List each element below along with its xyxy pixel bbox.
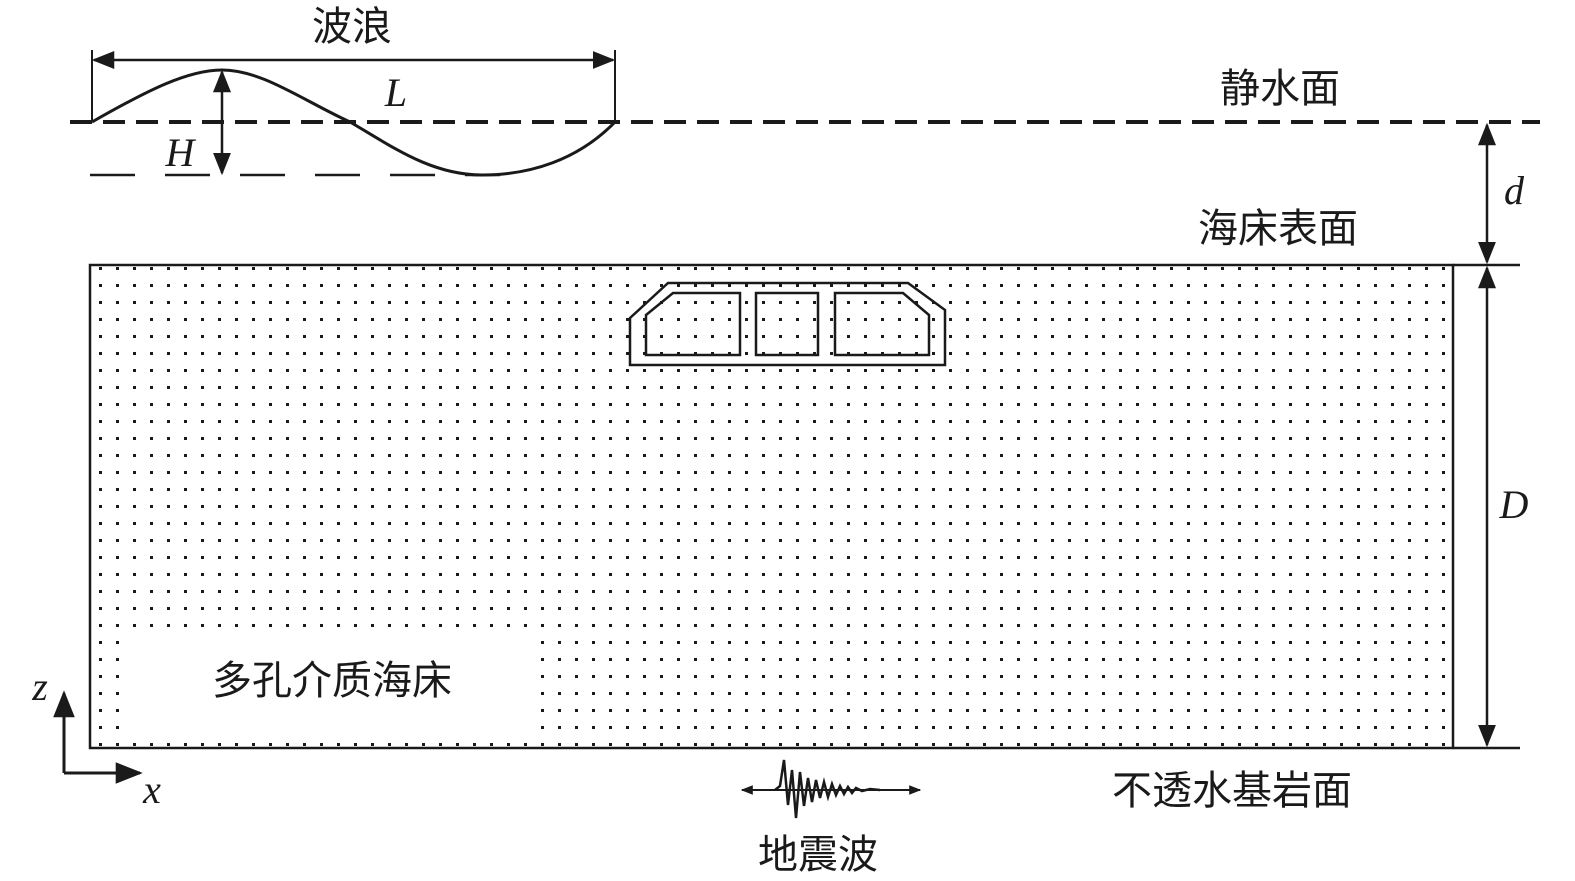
tunnel-outer-outline bbox=[628, 281, 947, 367]
wave-profile bbox=[91, 68, 617, 177]
wave-height-symbol: H bbox=[165, 130, 197, 175]
wavelength-symbol: L bbox=[384, 70, 407, 115]
seismic-wave-signal bbox=[774, 759, 881, 819]
z-axis-label: z bbox=[31, 664, 48, 709]
seismic-wave-label: 地震波 bbox=[758, 832, 878, 878]
seabed-label-background bbox=[120, 634, 535, 734]
tunnel-right-cell bbox=[833, 291, 931, 357]
still-water-label: 静水面 bbox=[1220, 66, 1340, 112]
water-depth-symbol: d bbox=[1504, 168, 1525, 213]
seabed-surface-label: 海床表面 bbox=[1198, 206, 1358, 252]
bedrock-label: 不透水基岩面 bbox=[1112, 768, 1352, 814]
tunnel-middle-cell bbox=[754, 291, 820, 357]
wave-label: 波浪 bbox=[312, 4, 392, 50]
tunnel-left-cell bbox=[644, 291, 742, 357]
x-axis-label: x bbox=[142, 767, 161, 812]
tunnel-cross-section bbox=[628, 281, 947, 367]
porous-seabed-label: 多孔介质海床 bbox=[212, 658, 452, 704]
seabed-thickness-symbol: D bbox=[1499, 482, 1529, 527]
